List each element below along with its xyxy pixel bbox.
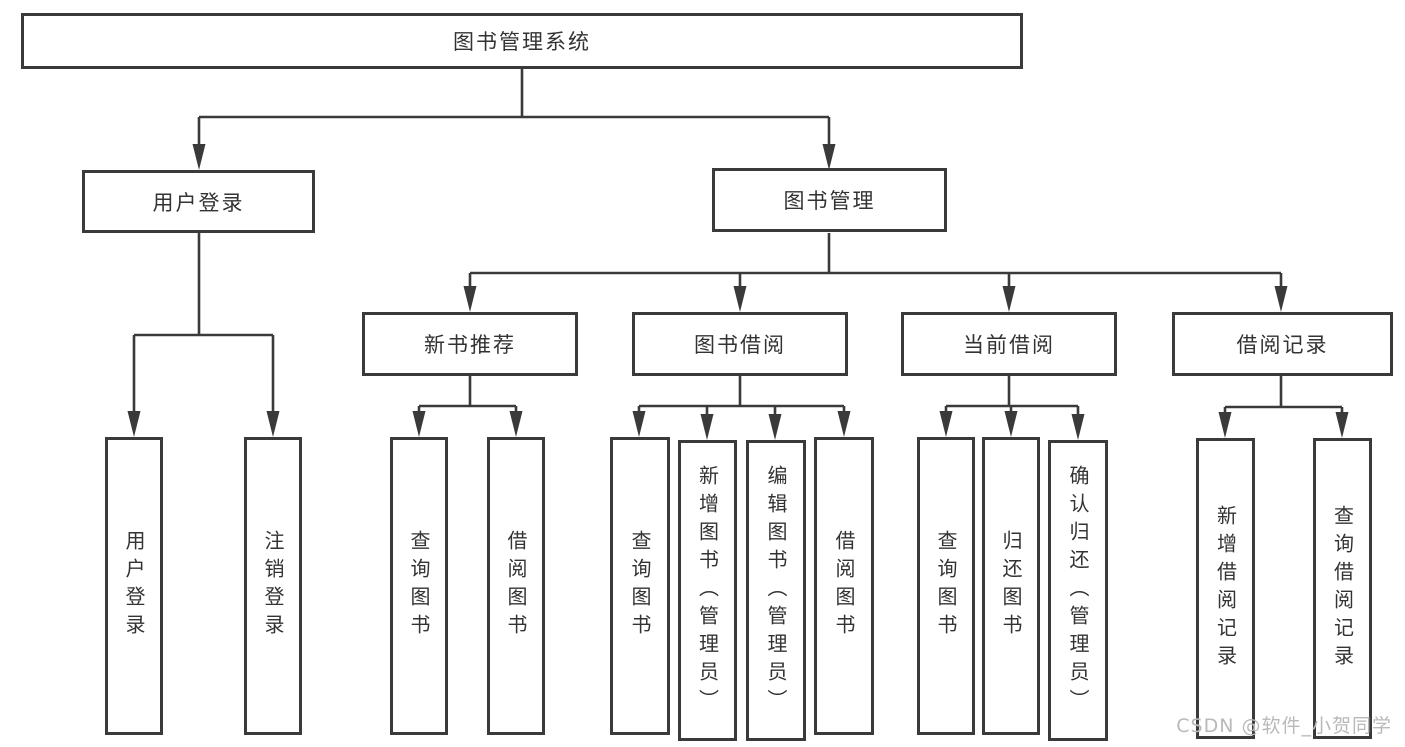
- leaf-bb-query-book: 查询图书: [610, 437, 670, 735]
- arrowheads-new-book-recommend-children: [412, 411, 523, 437]
- arrowheads-current-borrow-children: [939, 411, 1085, 440]
- node-current-borrow: 当前借阅: [901, 312, 1117, 376]
- leaf-br-query-record: 查询借阅记录: [1313, 438, 1372, 739]
- csdn-watermark: CSDN @软件_小贺同学: [1176, 715, 1392, 737]
- leaf-user-login: 用户登录: [105, 437, 163, 735]
- leaf-bb-borrow-book: 借阅图书: [814, 437, 874, 735]
- arrowheads-book-borrow-children: [632, 411, 851, 440]
- connector-user-login-children: [132, 233, 275, 415]
- node-book-management: 图书管理: [712, 168, 947, 232]
- connector-current-borrow-children: [944, 376, 1080, 417]
- connector-book-borrow-children: [637, 376, 846, 417]
- connector-root-to-level2: [197, 69, 831, 148]
- node-library-system: 图书管理系统: [21, 13, 1023, 69]
- leaf-cb-query-book: 查询图书: [917, 437, 975, 735]
- connector-book-management-children: [468, 233, 1283, 290]
- leaf-bb-add-book-admin: 新增图书（管理员）: [678, 440, 737, 741]
- arrowheads-level2: [192, 144, 836, 170]
- leaf-cb-return-book: 归还图书: [982, 437, 1040, 735]
- node-new-book-recommend: 新书推荐: [362, 312, 578, 376]
- connector-new-book-recommend-children: [417, 376, 518, 415]
- leaf-bb-edit-book-admin: 编辑图书（管理员）: [746, 440, 806, 741]
- leaf-nb-borrow-book: 借阅图书: [487, 437, 545, 735]
- arrowheads-user-login-children: [127, 411, 280, 437]
- node-borrow-record: 借阅记录: [1172, 312, 1393, 376]
- leaf-cb-confirm-return-admin: 确认归还（管理员）: [1048, 440, 1108, 741]
- leaf-nb-query-book: 查询图书: [390, 437, 448, 735]
- arrowheads-borrow-record-children: [1218, 412, 1349, 438]
- node-book-borrow: 图书借阅: [632, 312, 848, 376]
- leaf-logout-login: 注销登录: [244, 437, 302, 735]
- leaf-br-add-record: 新增借阅记录: [1196, 438, 1255, 739]
- node-user-login: 用户登录: [82, 170, 315, 233]
- connector-borrow-record-children: [1223, 376, 1344, 416]
- arrowheads-level3: [463, 286, 1288, 312]
